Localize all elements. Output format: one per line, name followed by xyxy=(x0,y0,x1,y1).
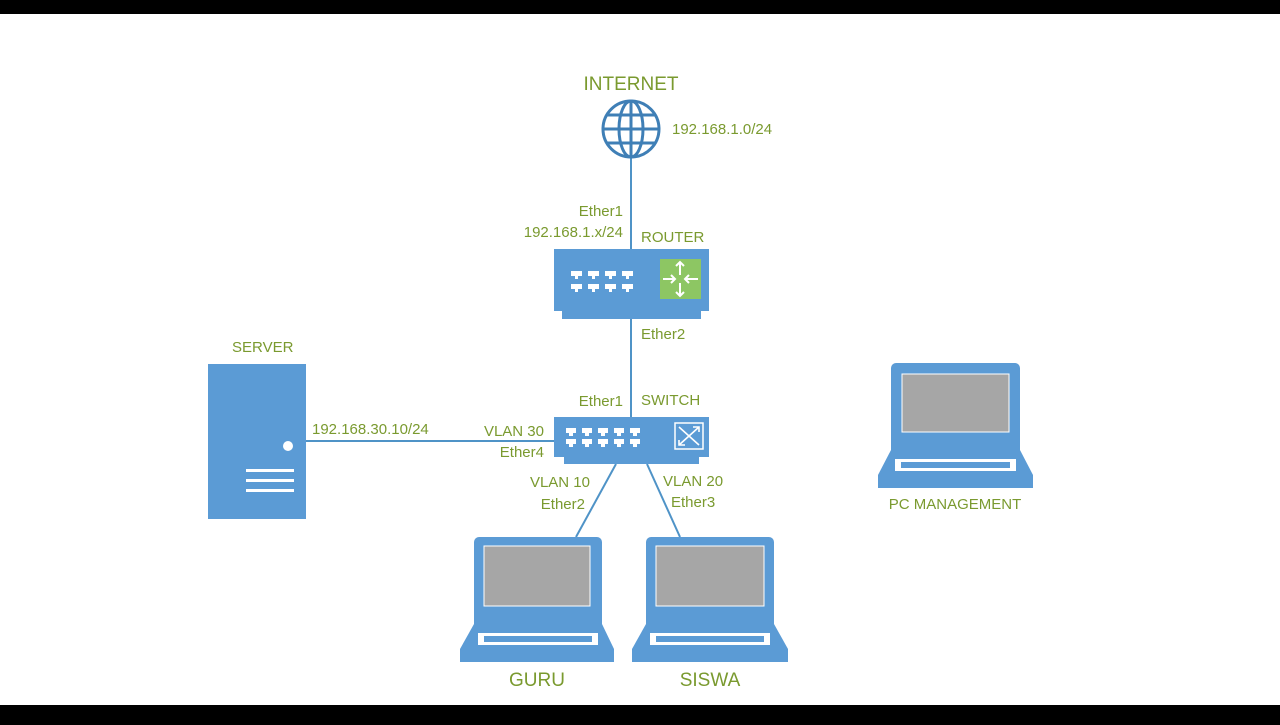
switch-guru-port-label: Ether2 xyxy=(541,496,585,513)
server-icon xyxy=(208,364,306,519)
switch-cross-arrows-icon xyxy=(678,426,700,446)
internet-label: INTERNET xyxy=(584,74,679,95)
switch-uplink-port-label: Ether1 xyxy=(579,393,623,410)
siswa-label: SISWA xyxy=(680,670,741,691)
router-uplink-port-label: Ether1 xyxy=(579,203,623,220)
internet-subnet-label: 192.168.1.0/24 xyxy=(672,121,772,138)
switch-label: SWITCH xyxy=(641,392,700,409)
server-label: SERVER xyxy=(232,339,294,356)
router-arrows-icon xyxy=(663,260,698,298)
laptop-guru-icon xyxy=(460,537,614,662)
laptop-siswa-icon xyxy=(632,537,788,662)
switch-icon xyxy=(554,417,709,464)
link-switch-guru xyxy=(575,463,617,538)
server-ip-label: 192.168.30.10/24 xyxy=(312,421,429,438)
router-uplink-ip-label: 192.168.1.x/24 xyxy=(524,224,623,241)
switch-server-vlan-label: VLAN 30 xyxy=(484,423,544,440)
switch-siswa-port-label: Ether3 xyxy=(671,494,715,511)
server-power-led xyxy=(283,441,293,451)
switch-panel xyxy=(674,422,704,450)
link-switch-siswa xyxy=(646,463,681,538)
laptop-pc-management-icon xyxy=(878,363,1033,488)
router-ports xyxy=(571,271,633,292)
switch-server-port-label: Ether4 xyxy=(500,444,544,461)
diagram-canvas xyxy=(0,14,1280,705)
switch-siswa-vlan-label: VLAN 20 xyxy=(663,473,723,490)
router-label: ROUTER xyxy=(641,229,705,246)
router-icon xyxy=(554,249,709,319)
router-downlink-port-label: Ether2 xyxy=(641,326,685,343)
pc-management-label: PC MANAGEMENT xyxy=(889,496,1022,513)
internet-globe-icon xyxy=(601,99,661,159)
guru-label: GURU xyxy=(509,670,565,691)
switch-guru-vlan-label: VLAN 10 xyxy=(530,474,590,491)
switch-ports xyxy=(566,428,640,447)
